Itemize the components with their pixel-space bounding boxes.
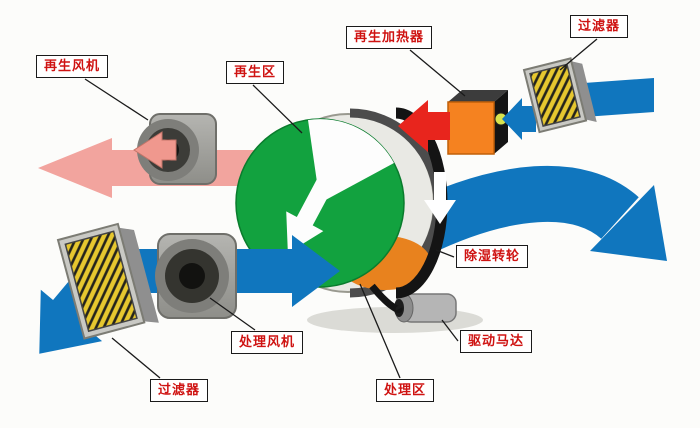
regen-air-arrow	[502, 98, 536, 140]
belt-direction-arrow	[424, 172, 456, 224]
filter-bottom-graphic	[56, 222, 159, 340]
label-regen-zone: 再生区	[226, 61, 285, 84]
leader-lines	[84, 38, 598, 379]
label-process-zone: 处理区	[376, 379, 435, 402]
regen-fan-graphic	[133, 113, 217, 185]
label-filter-top: 过滤器	[570, 15, 629, 38]
label-filter-bottom: 过滤器	[150, 379, 209, 402]
hot-air-arrow	[398, 100, 450, 152]
dry-air-outlet-arrow	[399, 165, 667, 261]
drive-motor-graphic	[394, 293, 457, 323]
process-fan-graphic	[155, 233, 237, 319]
fan-exhaust-arrow	[133, 131, 177, 169]
label-regen-fan: 再生风机	[36, 55, 109, 78]
label-process-fan: 处理风机	[231, 331, 304, 354]
label-regen-heater: 再生加热器	[346, 26, 433, 49]
label-desiccant-wheel: 除湿转轮	[456, 245, 529, 268]
desiccant-wheel-graphic	[235, 108, 443, 298]
label-drive-motor: 驱动马达	[460, 330, 533, 353]
wheel-rotation-arrow	[286, 165, 340, 253]
regen-heater-graphic	[447, 90, 508, 155]
filter-top-graphic	[522, 57, 597, 134]
